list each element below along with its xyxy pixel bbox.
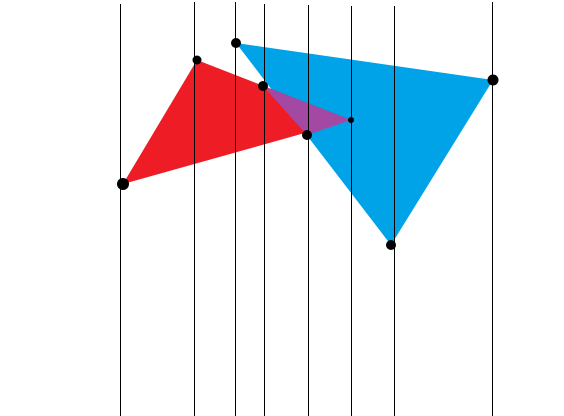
- vertical-lines-overlay: [120, 2, 493, 416]
- blue-triangle: [236, 43, 493, 245]
- overlap-region: [263, 86, 351, 135]
- vertex-point: [487, 74, 499, 86]
- vertex-point: [192, 55, 202, 65]
- vertex-point: [258, 81, 268, 91]
- vertex-point: [117, 178, 129, 190]
- red-triangle: [123, 60, 351, 184]
- vertex-point: [231, 38, 241, 48]
- vertex-point: [386, 240, 396, 250]
- vertices: [117, 38, 499, 250]
- vertex-point: [302, 130, 312, 140]
- vertex-point: [348, 117, 354, 123]
